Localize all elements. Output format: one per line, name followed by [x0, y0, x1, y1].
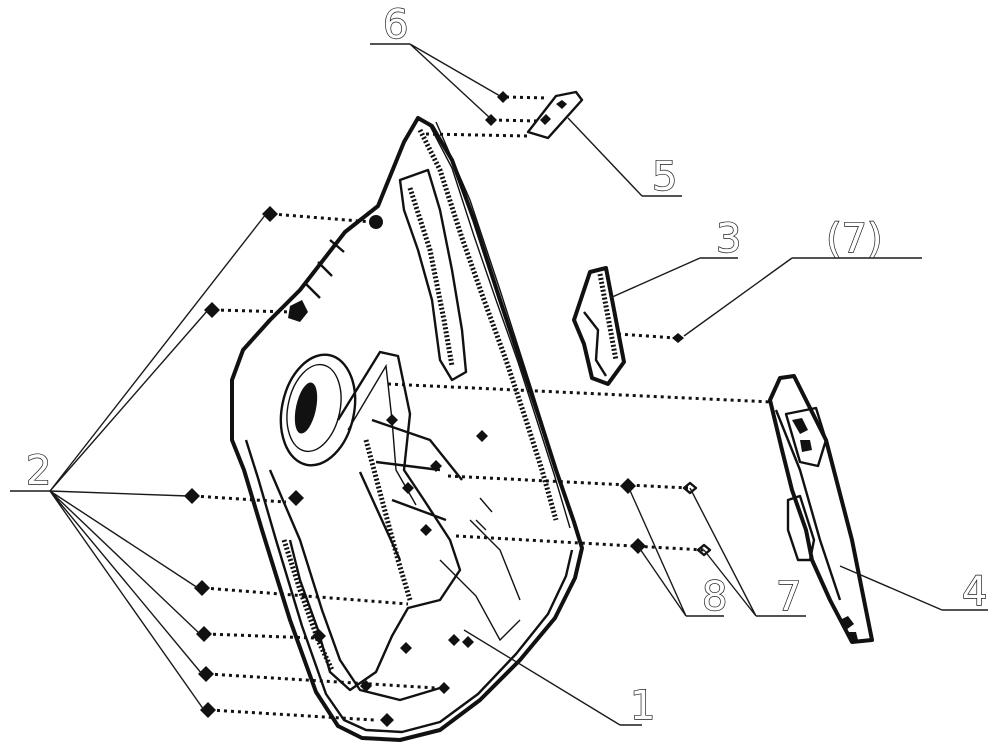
- callout-4: 4: [839, 565, 988, 616]
- callout-3: 3: [609, 215, 742, 299]
- armrest-switch-panel: [768, 374, 874, 644]
- door-trim-panel: [230, 116, 584, 742]
- clip-2-c: [184, 488, 200, 504]
- callout-7: 7: [689, 487, 806, 621]
- clip-2-f: [198, 666, 214, 682]
- handle-bezel: [572, 266, 626, 386]
- label-5: 5: [652, 154, 677, 200]
- mirror-corner-trim: [526, 90, 584, 140]
- clip-6-a: [497, 91, 509, 103]
- callout-7-paren: (7): [683, 215, 922, 337]
- fasteners: [184, 91, 712, 718]
- label-8: 8: [702, 574, 727, 620]
- label-6: 6: [383, 2, 408, 48]
- speaker-grille: [279, 353, 357, 467]
- screw-7-b: [696, 543, 712, 557]
- clip-2-b: [204, 302, 220, 318]
- clip-2-g: [200, 702, 216, 718]
- label-7: 7: [776, 574, 801, 620]
- callout-6: 6: [370, 1, 501, 119]
- callout-2: 2: [10, 213, 267, 711]
- label-3: 3: [716, 216, 741, 262]
- screw-7-a: [682, 481, 698, 495]
- explode-lines: [193, 95, 773, 722]
- clip-2-e: [196, 626, 212, 642]
- callout-1: 1: [463, 629, 656, 730]
- label-1: 1: [630, 683, 655, 729]
- clip-2-d: [194, 580, 210, 596]
- callout-5: 5: [567, 117, 682, 201]
- label-7-paren: (7): [826, 216, 883, 262]
- callout-8: 8: [627, 485, 728, 621]
- screw-7-bezel: [672, 333, 684, 343]
- label-2: 2: [26, 448, 51, 494]
- clip-2-a: [262, 206, 278, 222]
- label-4: 4: [962, 569, 987, 615]
